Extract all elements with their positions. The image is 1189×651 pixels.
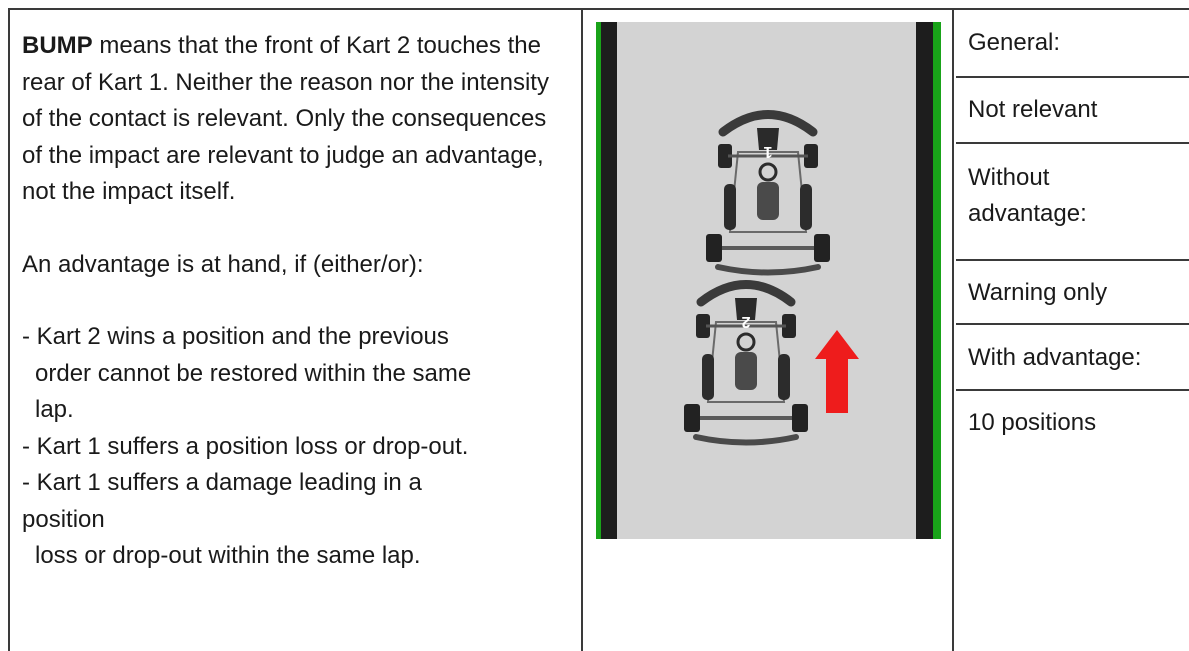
with-advantage-row: With advantage: [956, 325, 1189, 391]
bullet-1-line-2: order cannot be restored within the same [35, 359, 472, 387]
without-advantage-row: Without advantage: [956, 144, 1189, 261]
track-border-right [916, 22, 933, 539]
kart-1-number: 1 [763, 143, 772, 160]
bullet-3-line-3: loss or drop-out within the same lap. [35, 542, 421, 569]
bullet-1-line-1: - Kart 2 wins a position and the previou… [22, 323, 449, 350]
track-edge-left [596, 22, 601, 539]
column-divider-left [581, 8, 583, 651]
bullet-1-line-3: lap. [35, 396, 74, 423]
bump-term: BUMP [22, 32, 93, 59]
direction-arrow-icon [815, 330, 859, 413]
track-border-left [601, 22, 617, 539]
track-surface [596, 22, 941, 539]
kart-2-number: 2 [741, 313, 750, 330]
rule-description: BUMP means that the front of Kart 2 touc… [22, 28, 572, 575]
bullet-3-line-1: - Kart 1 suffers a damage leading in a [22, 469, 422, 496]
not-relevant-value: Not relevant [968, 96, 1098, 123]
general-label: General: [968, 29, 1061, 56]
intro-text: means that the front of Kart 2 touches t… [22, 32, 549, 205]
warning-only-value: Warning only [968, 279, 1108, 306]
bullet-3-line-2: position [22, 505, 105, 533]
general-row: General: [956, 10, 1189, 78]
bullet-2: - Kart 1 suffers a position loss or drop… [22, 432, 469, 460]
intro-paragraph: BUMP means that the front of Kart 2 touc… [22, 28, 572, 211]
without-advantage-label: Without advantage: [968, 164, 1087, 227]
track-edge-right [933, 22, 941, 539]
bump-diagram: 1 2 [596, 22, 941, 539]
not-relevant-row: Not relevant [956, 78, 1189, 144]
column-divider-right [952, 8, 954, 651]
ten-positions-row: 10 positions [956, 391, 1189, 651]
advantage-intro: An advantage is at hand, if (either/or): [22, 250, 424, 278]
ten-positions-value: 10 positions [968, 409, 1097, 436]
with-advantage-label: With advantage: [968, 344, 1142, 371]
warning-only-row: Warning only [956, 261, 1189, 325]
table-frame [8, 8, 1189, 651]
